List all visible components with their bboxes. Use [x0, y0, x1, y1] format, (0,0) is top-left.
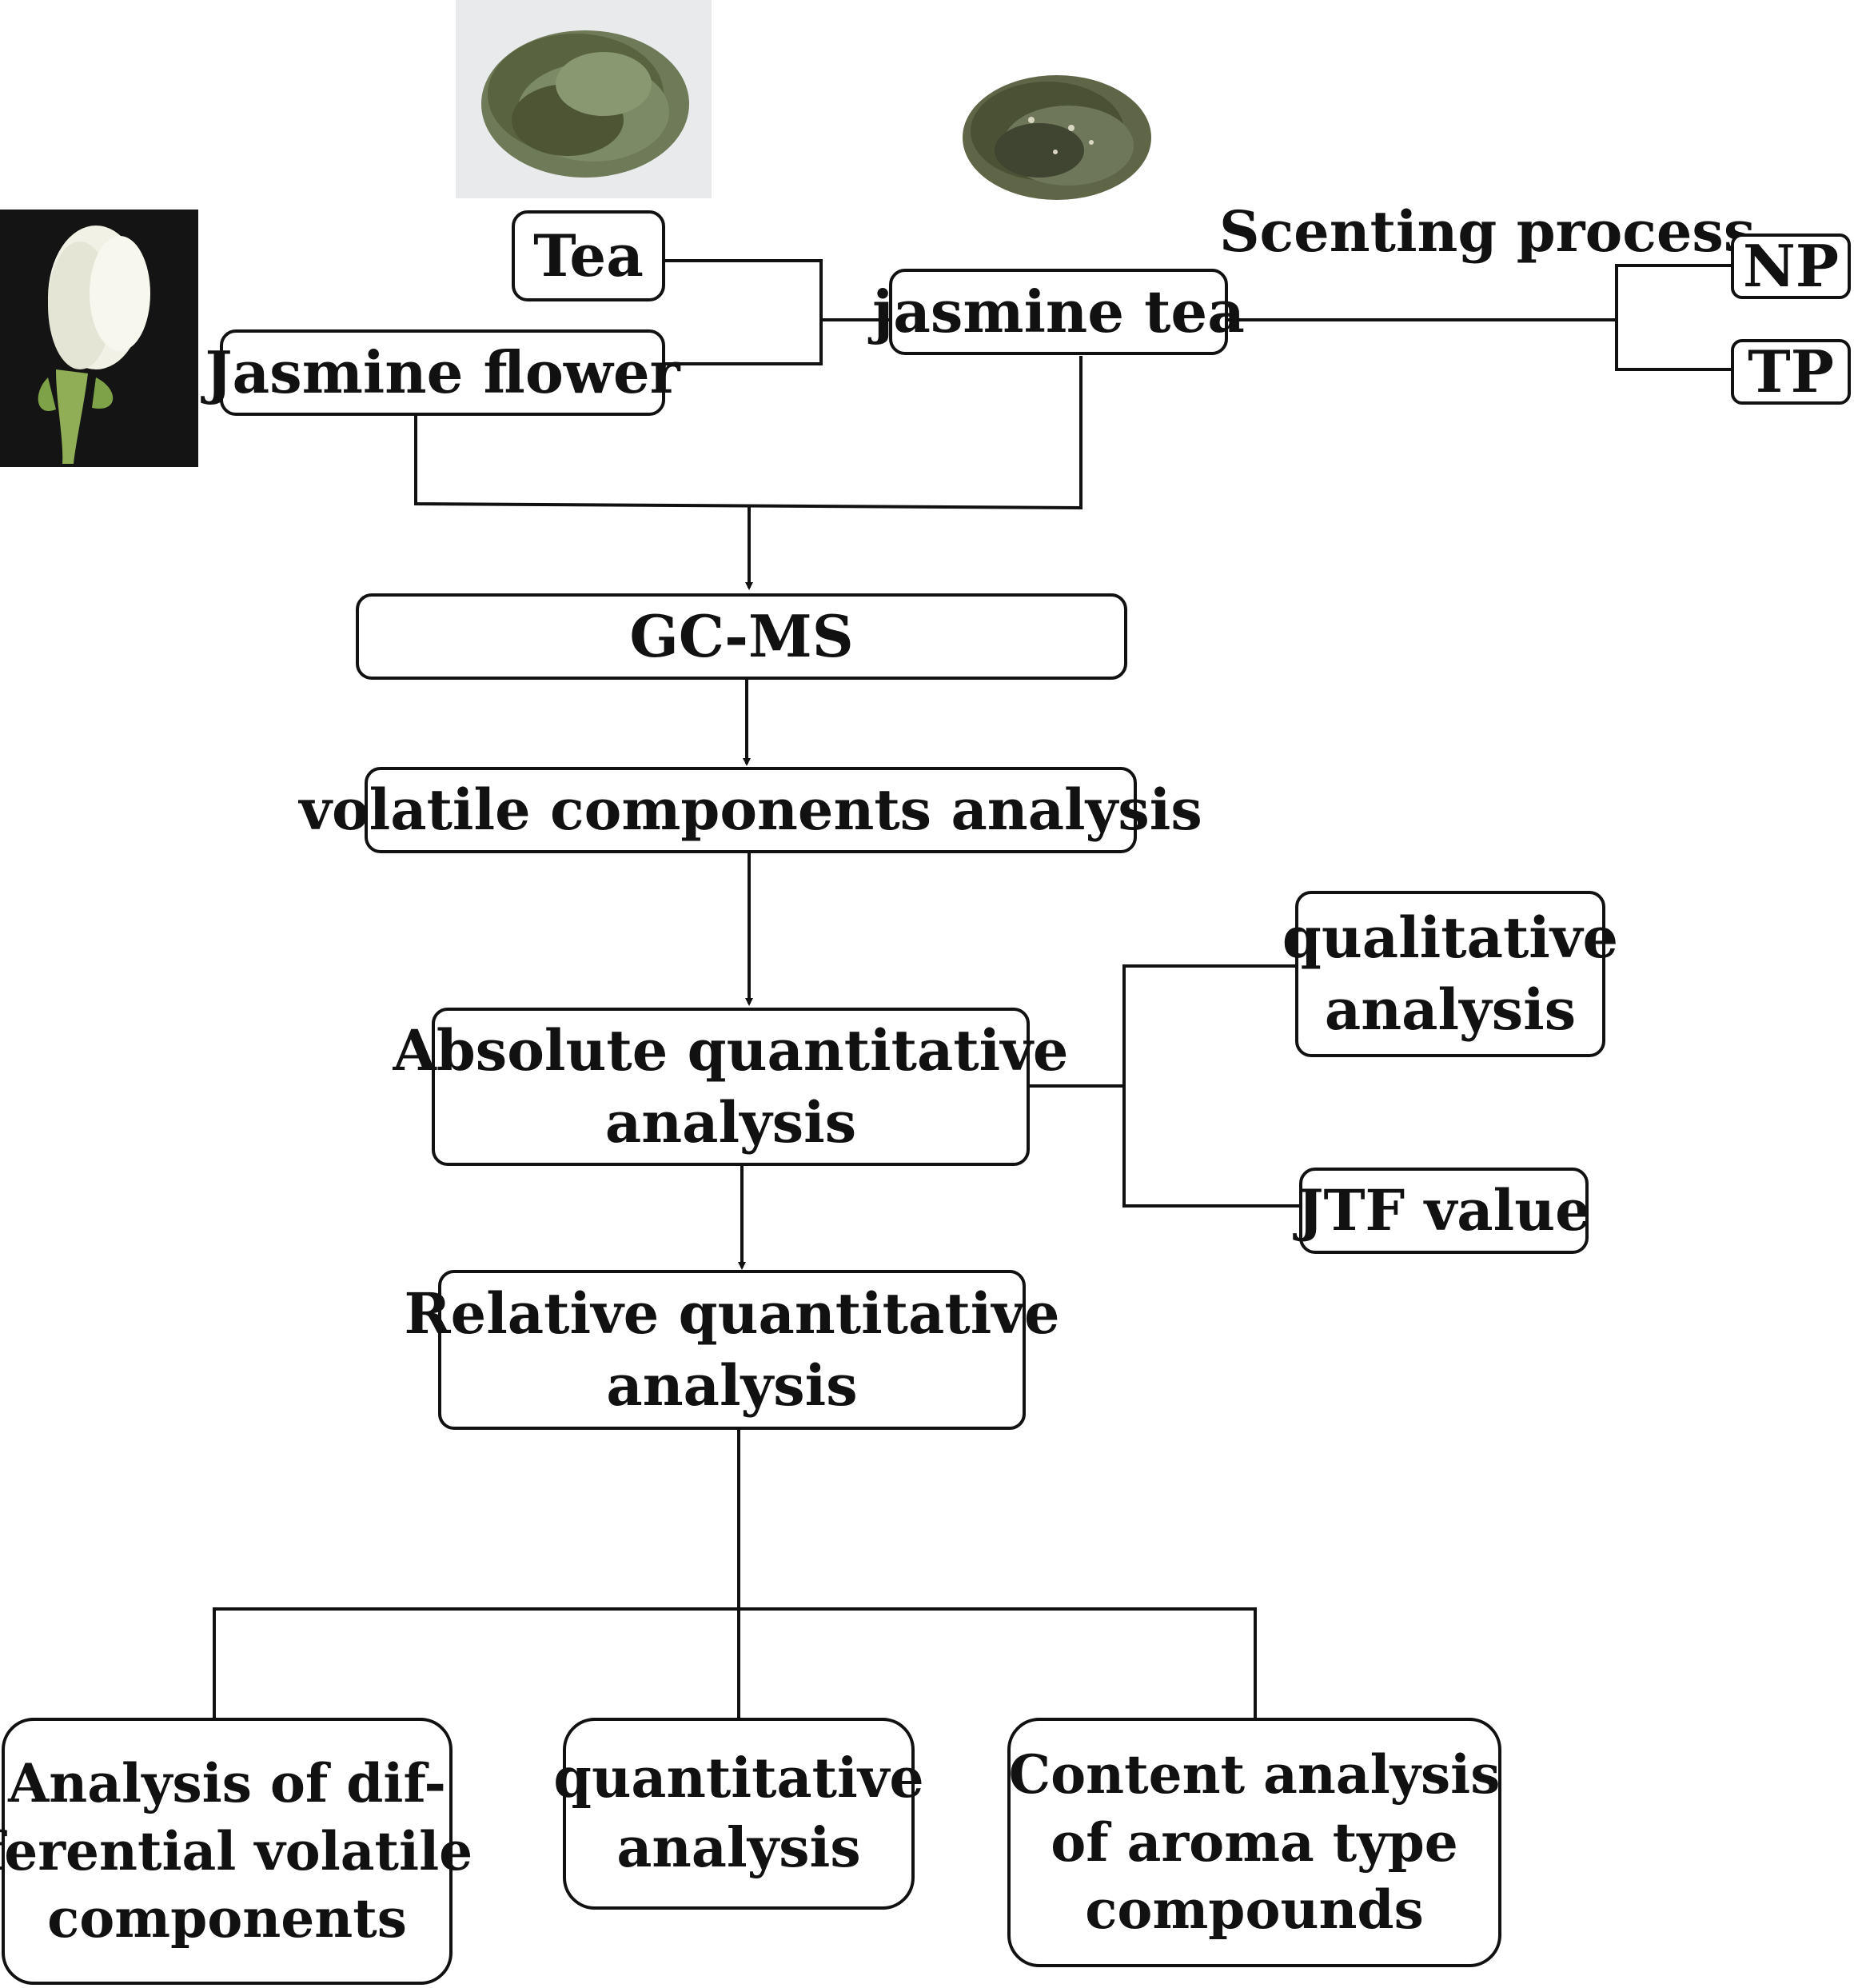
- tea-label: Tea: [533, 221, 644, 289]
- tp-node: TP: [1731, 337, 1851, 405]
- quantitative-line-1: quantitative: [553, 1746, 924, 1810]
- absolute-line-1: Absolute quantitative: [393, 1017, 1069, 1084]
- np-tp-bracket: [1615, 264, 1731, 371]
- quantitative-line-2: analysis: [616, 1816, 861, 1880]
- absolute-quantitative-node: Absolute quantitative analysis: [393, 1008, 1068, 1166]
- content-line-1: Content analysis: [1008, 1743, 1501, 1806]
- jasmine-flower-label: Jasmine flower: [205, 337, 680, 406]
- gcms-node: GC-MS: [356, 593, 1127, 680]
- relative-quantitative-node: Relative quantitative analysis: [405, 1270, 1060, 1430]
- relative-line-2: analysis: [606, 1352, 858, 1419]
- differential-line-1: Analysis of dif-: [8, 1752, 446, 1815]
- jasmine-tea-leaves-photo: [943, 48, 1167, 232]
- differential-line-3: components: [47, 1887, 407, 1950]
- np-label: NP: [1743, 231, 1839, 300]
- differential-volatile-node: Analysis of dif- ferential volatile comp…: [0, 1718, 472, 1985]
- jasmine-flower-node: Jasmine flower: [205, 329, 680, 416]
- scenting-process-label: Scenting process: [1219, 198, 1756, 265]
- differential-line-2: ferential volatile: [0, 1819, 473, 1882]
- volatile-components-node: volatile components analysis: [299, 767, 1202, 853]
- content-line-2: of aroma type: [1051, 1810, 1458, 1874]
- volatile-components-label: volatile components analysis: [299, 776, 1202, 844]
- content-analysis-node: Content analysis of aroma type compounds: [1007, 1718, 1501, 1967]
- jasmine-flower-photo: [0, 210, 198, 467]
- jtf-value-node: JTF value: [1297, 1168, 1591, 1254]
- jasmine-tea-node: jasmine tea: [872, 269, 1245, 355]
- qualitative-line-1: qualitative: [1282, 904, 1619, 972]
- content-line-3: compounds: [1085, 1878, 1424, 1942]
- jasmine-tea-label: jasmine tea: [872, 277, 1245, 345]
- qualitative-line-2: analysis: [1324, 976, 1577, 1043]
- tp-label: TP: [1748, 337, 1834, 405]
- jtf-value-label: JTF value: [1297, 1177, 1591, 1244]
- tea-connector: [665, 259, 823, 365]
- np-node: NP: [1731, 232, 1851, 300]
- quantitative-analysis-node: quantitative analysis: [553, 1718, 924, 1910]
- tea-leaves-photo: [456, 0, 712, 198]
- relative-line-1: Relative quantitative: [404, 1280, 1060, 1347]
- gcms-label: GC-MS: [629, 601, 854, 670]
- absolute-line-2: analysis: [604, 1089, 857, 1156]
- qualitative-analysis-node: qualitative analysis: [1282, 891, 1618, 1057]
- tea-node: Tea: [512, 210, 665, 301]
